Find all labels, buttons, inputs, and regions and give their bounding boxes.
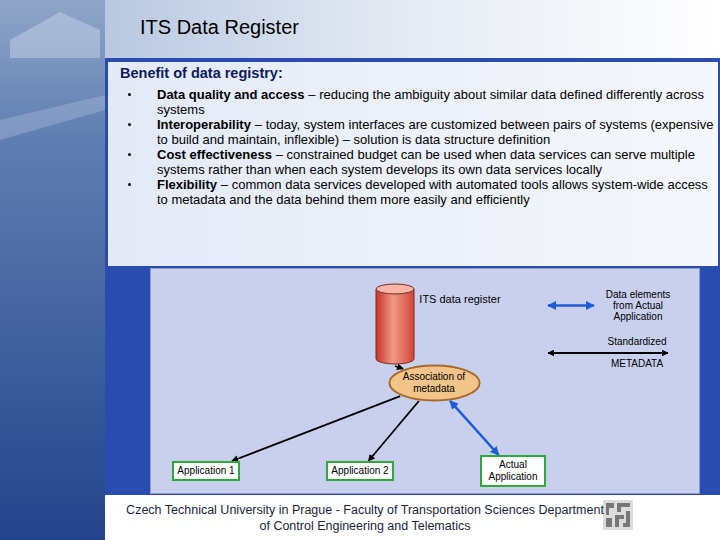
legend-text: Standardized METADATA bbox=[600, 331, 674, 375]
node-label: Application 1 bbox=[177, 465, 234, 477]
association-ellipse: Association of metadata bbox=[388, 364, 481, 402]
header-band bbox=[0, 0, 720, 58]
bullet-item: Interoperability– today, system interfac… bbox=[120, 117, 716, 147]
bullet-block: Benefit of data registry: Data quality an… bbox=[120, 65, 716, 207]
bullet-item: Data quality and access– reducing the am… bbox=[120, 87, 716, 117]
node-text-wrap: Application 1 bbox=[174, 463, 238, 479]
photo-building bbox=[10, 12, 100, 58]
cylinder-body bbox=[376, 289, 414, 364]
bullet-dot bbox=[128, 153, 131, 156]
application-box: Application 2 bbox=[326, 461, 394, 481]
database-cylinder: ITS data register bbox=[375, 283, 415, 365]
bullet-term: Flexibility bbox=[157, 177, 217, 192]
bullet-term: Interoperability bbox=[157, 117, 251, 132]
photo-road bbox=[0, 95, 105, 140]
application-box: Actual Application bbox=[480, 455, 546, 487]
node-label: ITS data register bbox=[417, 293, 503, 306]
application-box: Application 1 bbox=[172, 461, 240, 481]
node-text-wrap: Application 2 bbox=[328, 463, 392, 479]
cylinder-outline bbox=[375, 283, 415, 365]
bullet-text: – common data services developed with au… bbox=[157, 177, 708, 207]
node-label: Association of metadata bbox=[388, 371, 481, 395]
bullet-dot bbox=[128, 93, 131, 96]
faculty-logo bbox=[603, 500, 633, 530]
legend-sample-arrow bbox=[548, 352, 668, 354]
node-text-wrap: Actual Application bbox=[482, 457, 544, 485]
section-heading: Benefit of data registry: bbox=[120, 65, 716, 81]
slide-title: ITS Data Register bbox=[140, 16, 540, 39]
cylinder-top bbox=[376, 284, 414, 294]
node-text-wrap: Association of metadata bbox=[388, 364, 481, 402]
node-label: Application 2 bbox=[331, 465, 388, 477]
text-panel bbox=[108, 62, 718, 266]
metadata-connector bbox=[395, 366, 403, 369]
legend-text: Data elements from Actual Application bbox=[598, 289, 678, 322]
blue-ground bbox=[105, 58, 720, 495]
bullet-item: Cost effectiveness– constrained budget c… bbox=[120, 147, 716, 177]
footer-band bbox=[105, 495, 720, 540]
data-connector bbox=[450, 401, 499, 455]
bullet-term: Data quality and access bbox=[157, 87, 304, 102]
legend-sample-arrow bbox=[548, 304, 594, 307]
metadata-connector bbox=[232, 396, 400, 461]
node-label: Actual Application bbox=[482, 459, 544, 483]
bullet-term: Cost effectiveness bbox=[157, 147, 272, 162]
metadata-connector bbox=[368, 401, 418, 461]
bullet-dot bbox=[128, 123, 131, 126]
photo-strip bbox=[0, 0, 105, 540]
footer-caption: Czech Technical University in Prague - F… bbox=[120, 502, 610, 534]
bullet-item: Flexibility– common data services develo… bbox=[120, 177, 716, 207]
diagram-panel bbox=[151, 269, 700, 494]
bullet-dot bbox=[128, 183, 131, 186]
